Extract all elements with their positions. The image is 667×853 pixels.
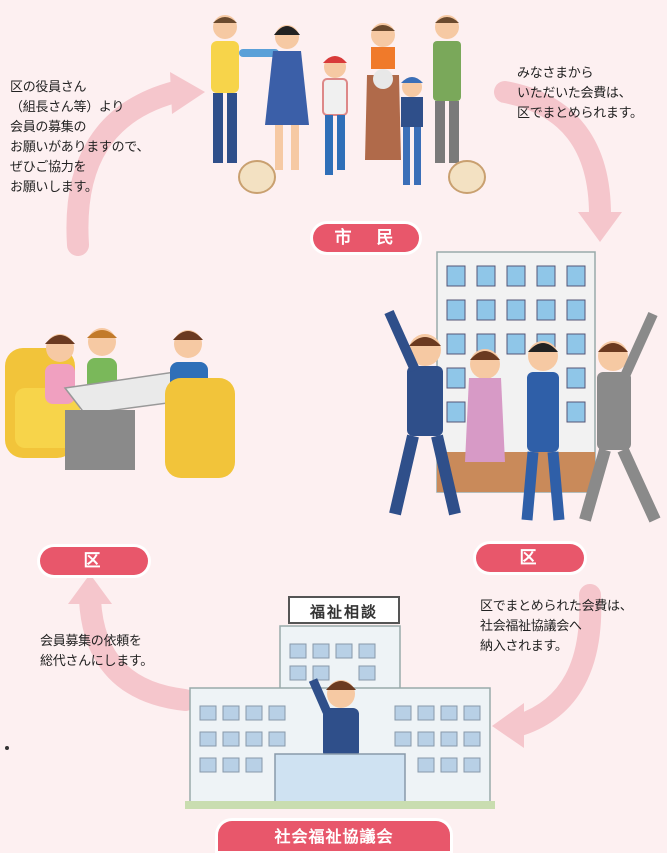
- caption-request-delegates: 会員募集の依頼を 総代さんにします。: [40, 634, 154, 669]
- caption-fees-paid: 区でまとめられた会費は、 社会福祉協議会へ 納入されます。: [480, 599, 633, 654]
- ward-left-label: 区: [40, 547, 148, 575]
- citizens-label: 市 民: [313, 224, 419, 252]
- ward-right-label: 区: [476, 544, 584, 572]
- council-building: 福祉相談: [185, 596, 495, 826]
- citizens-illustration: [211, 15, 486, 194]
- stray-dot: [5, 746, 9, 750]
- council-label: 社会福祉協議会: [218, 821, 450, 851]
- ward-meeting-illustration: [5, 328, 235, 478]
- ward-office-illustration: [384, 251, 661, 523]
- building-sign: 福祉相談: [288, 596, 400, 624]
- caption-fees-collected: みなさまから いただいた会費は、 区でまとめられます。: [517, 66, 643, 121]
- caption-recruitment-request: 区の役員さん （組長さん等）より 会員の募集の お願いがありますので、 ぜひご協…: [10, 80, 150, 195]
